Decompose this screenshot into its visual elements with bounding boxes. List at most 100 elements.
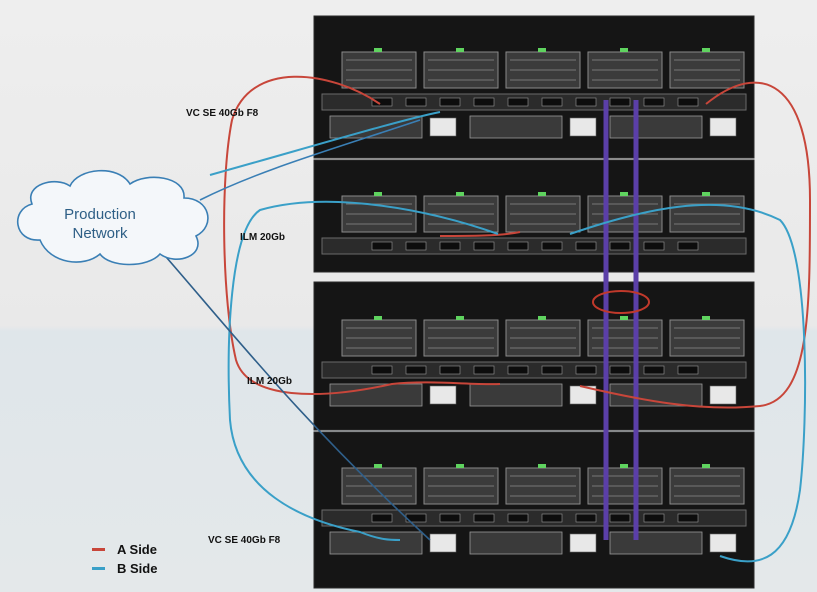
power-supply xyxy=(469,383,563,407)
fan-status-led xyxy=(538,316,546,320)
fan-status-led xyxy=(702,48,710,52)
stacking-links xyxy=(592,100,650,540)
port xyxy=(473,241,495,251)
port xyxy=(677,513,699,523)
a-side-cables xyxy=(223,75,812,409)
fan-status-led xyxy=(538,464,546,468)
power-inlet xyxy=(569,533,597,553)
legend-swatch-b-side xyxy=(92,567,105,570)
port xyxy=(609,513,631,523)
port xyxy=(507,97,529,107)
port xyxy=(677,365,699,375)
fan-status-led xyxy=(702,316,710,320)
fan-status-led xyxy=(456,316,464,320)
fan-status-led xyxy=(620,316,628,320)
chassis-4 xyxy=(313,431,755,589)
cloud-shape xyxy=(17,169,209,266)
legend-item-a-side: A Side xyxy=(92,540,157,559)
chassis-stack xyxy=(313,15,755,589)
power-inlet xyxy=(709,533,737,553)
interconnect-module xyxy=(321,361,747,379)
power-supply xyxy=(609,115,703,139)
label-vc-bottom: VC SE 40Gb F8 xyxy=(208,535,281,546)
label-vc-top: VC SE 40Gb F8 xyxy=(186,108,259,119)
port xyxy=(575,513,597,523)
port xyxy=(643,365,665,375)
power-inlet xyxy=(709,117,737,137)
interconnect-module xyxy=(321,237,747,255)
power-supply xyxy=(609,383,703,407)
power-supply xyxy=(329,383,423,407)
port xyxy=(507,513,529,523)
chassis-2 xyxy=(313,159,755,273)
port xyxy=(439,241,461,251)
b-side-upper-link xyxy=(209,111,441,176)
fan-status-led xyxy=(620,192,628,196)
port xyxy=(575,241,597,251)
legend: A Side B Side xyxy=(92,540,157,578)
fan-status-led xyxy=(538,192,546,196)
chassis-1 xyxy=(313,15,755,159)
a-side-cable-left xyxy=(223,75,501,395)
label-ilm-top: ILM 20Gb xyxy=(240,232,285,243)
port xyxy=(677,241,699,251)
port xyxy=(473,97,495,107)
port xyxy=(575,365,597,375)
fan-status-led xyxy=(702,464,710,468)
port xyxy=(643,241,665,251)
power-inlet xyxy=(429,385,457,405)
fan-status-led xyxy=(620,48,628,52)
cloud-label-line2: Network xyxy=(72,225,128,242)
port xyxy=(507,365,529,375)
port xyxy=(439,97,461,107)
b-side-cable-left xyxy=(227,200,499,541)
label-ilm-bottom: ILM 20Gb xyxy=(247,376,292,387)
b-side-cables xyxy=(209,111,807,563)
a-side-cable-right xyxy=(579,81,812,409)
production-network-cloud: Production Network xyxy=(17,169,209,266)
port xyxy=(371,365,393,375)
power-supply xyxy=(609,531,703,555)
fan-status-led xyxy=(374,464,382,468)
fan-status-led xyxy=(456,464,464,468)
port xyxy=(473,513,495,523)
power-supply xyxy=(469,115,563,139)
legend-label-a-side: A Side xyxy=(117,542,157,557)
port xyxy=(439,365,461,375)
legend-item-b-side: B Side xyxy=(92,559,157,578)
power-inlet xyxy=(429,533,457,553)
port xyxy=(371,513,393,523)
interconnect-module xyxy=(321,93,747,111)
power-inlet xyxy=(709,385,737,405)
port xyxy=(405,241,427,251)
fan-status-led xyxy=(456,48,464,52)
fan-status-led xyxy=(620,464,628,468)
fan-status-led xyxy=(538,48,546,52)
port xyxy=(541,513,563,523)
port xyxy=(609,241,631,251)
port xyxy=(507,241,529,251)
fan-status-led xyxy=(702,192,710,196)
production-network-links xyxy=(159,119,431,541)
power-supply xyxy=(469,531,563,555)
b-side-cable-right xyxy=(569,203,807,563)
port xyxy=(575,97,597,107)
port xyxy=(405,97,427,107)
a-side-link-mid xyxy=(439,231,521,237)
port xyxy=(541,241,563,251)
fan-status-led xyxy=(456,192,464,196)
legend-label-b-side: B Side xyxy=(117,561,158,576)
fan-status-led xyxy=(374,316,382,320)
fan-status-led xyxy=(374,192,382,196)
interconnect-module xyxy=(321,509,747,527)
port xyxy=(371,97,393,107)
fan-status-led xyxy=(374,48,382,52)
chassis-3 xyxy=(313,281,755,431)
cloud-link-a-side xyxy=(199,119,421,201)
port xyxy=(473,365,495,375)
port xyxy=(677,97,699,107)
port xyxy=(643,513,665,523)
power-inlet xyxy=(569,117,597,137)
port xyxy=(609,97,631,107)
